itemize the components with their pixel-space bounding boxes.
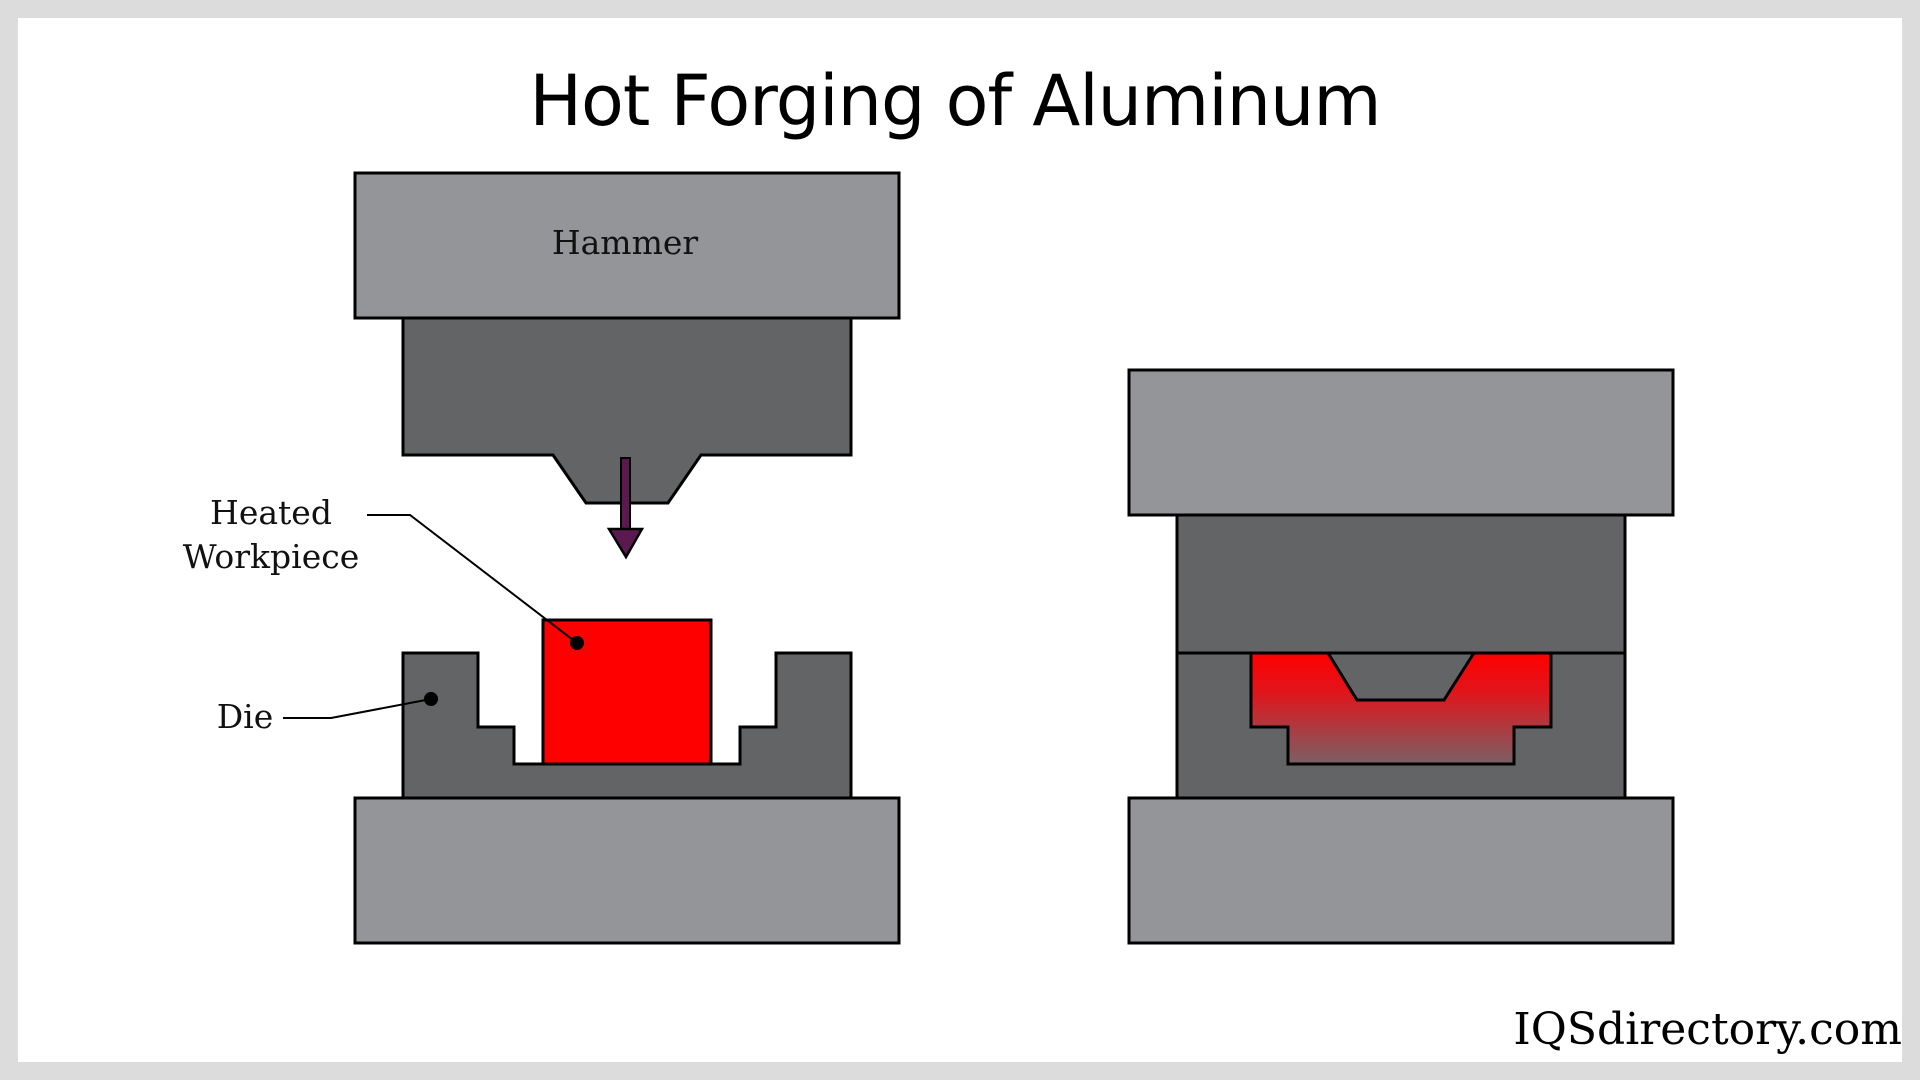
down-arrow-icon (606, 457, 645, 560)
heated-workpiece-label-line1: Heated (210, 493, 332, 532)
upper-die (401, 316, 853, 505)
heated-workpiece (541, 618, 713, 766)
forged-part (1249, 651, 1553, 766)
hammer-label: Hammer (552, 223, 699, 262)
site-watermark: IQSdirectory.com (1513, 1004, 1902, 1055)
heated-workpiece-label-line2: Workpiece (183, 537, 360, 576)
upper-platen-closed (1127, 368, 1675, 517)
die-label: Die (217, 697, 274, 736)
forging-before-stage: Hammer Heated Workpiece Die (183, 171, 901, 945)
diagram-title: Hot Forging of Aluminum (529, 60, 1380, 142)
upper-die-closed (1175, 513, 1627, 655)
workpiece-leader-dot (570, 636, 584, 650)
forging-after-stage (1127, 368, 1675, 945)
die-leader-line (283, 698, 432, 719)
lower-platen-closed (1127, 796, 1675, 945)
workpiece-leader-line (367, 514, 578, 644)
anvil-platen (353, 796, 901, 945)
die-leader-dot (424, 692, 438, 706)
hammer-platen (353, 171, 901, 320)
